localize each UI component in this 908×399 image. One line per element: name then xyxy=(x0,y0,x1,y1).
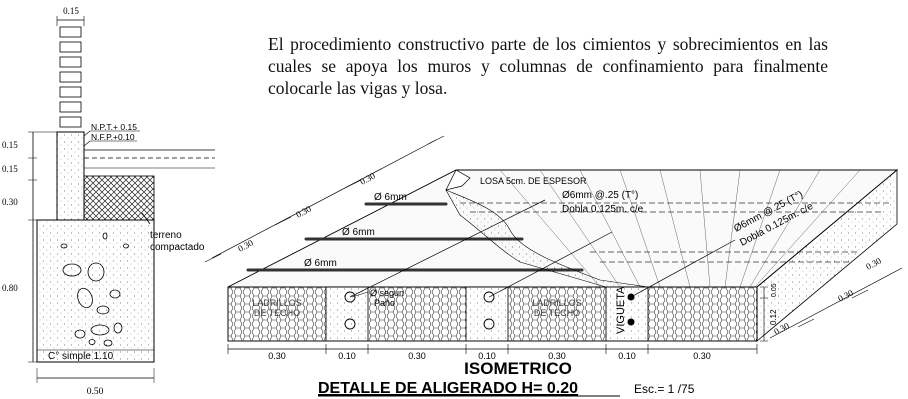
aggregate-stones xyxy=(60,232,129,347)
brick-block-4 xyxy=(647,286,758,342)
isometric-slab: LADRILLOS DE TECHO LADRILLOS DE TECHO Ø … xyxy=(204,135,903,397)
side-dim-1: 0.30 xyxy=(236,237,255,253)
bottom-dim-6: 0.10 xyxy=(618,351,636,361)
rebar-note-1b: Dobla 0.125m. c/e xyxy=(562,204,644,215)
right-dim-2: 0.30 xyxy=(836,287,855,303)
bottom-dim-7: 0.30 xyxy=(693,351,711,361)
scale-label: Esc.= 1 /75 xyxy=(634,382,695,396)
rebar-note-1: Ø6mm @.25 (T°) xyxy=(562,190,638,201)
nfp-label: N.F.P.+0.10 xyxy=(91,132,135,142)
bottom-dim-4: 0.10 xyxy=(478,351,496,361)
brick-label-1: LADRILLOS xyxy=(252,298,302,308)
bar-note: Ø segun xyxy=(370,288,404,298)
concrete-label: C° simple 1.10 xyxy=(48,351,114,362)
brick-column xyxy=(59,26,82,128)
brick-block-3 xyxy=(507,286,607,342)
bar-label-3: Ø 6mm xyxy=(304,258,337,269)
terrain-label-2: compactado xyxy=(150,242,205,253)
dim-0-30: 0.30 xyxy=(2,197,18,207)
brick-block-1 xyxy=(227,286,327,342)
right-dim-3: 0.30 xyxy=(864,255,883,271)
foundation-section: 0.15 N.P.T.+ 0.15 N.F.P.+0.10 xyxy=(2,6,215,397)
isometric-title: ISOMETRICO xyxy=(464,359,572,378)
height-dim-1: 0.05 xyxy=(771,283,778,297)
bottom-dim-2: 0.10 xyxy=(338,351,356,361)
bottom-dim-1: 0.30 xyxy=(268,351,286,361)
bottom-dim-3: 0.30 xyxy=(408,351,426,361)
dim-0-80: 0.80 xyxy=(2,283,18,293)
bar-label-1: Ø 6mm xyxy=(374,192,407,203)
top-width-dim: 0.15 xyxy=(63,6,79,16)
brick-block-2 xyxy=(367,286,467,342)
height-dim-2: 0.12 xyxy=(769,309,778,325)
bar-note-2: Paño xyxy=(374,298,395,308)
slab-label: LOSA 5cm. DE ESPESOR xyxy=(480,176,587,186)
vigueta-label: VIGUETA xyxy=(615,286,627,334)
detail-title: DETALLE DE ALIGERADO H= 0.20 xyxy=(318,380,578,397)
brick-label-2: LADRILLOS xyxy=(532,298,582,308)
dim-0-15-a: 0.15 xyxy=(2,140,18,150)
brick-sublabel-1: DE TECHO xyxy=(254,308,300,318)
bar-label-2: Ø 6mm xyxy=(342,227,375,238)
terrain-label-1: terreno xyxy=(150,230,182,241)
base-width-dim: 0.50 xyxy=(87,387,104,397)
npt-label: N.P.T.+ 0.15 xyxy=(91,122,137,132)
dim-0-15-b: 0.15 xyxy=(2,164,18,174)
bottom-dim-5: 0.30 xyxy=(548,351,566,361)
brick-sublabel-2: DE TECHO xyxy=(534,308,580,318)
description-paragraph: El procedimiento constructivo parte de l… xyxy=(268,34,828,98)
